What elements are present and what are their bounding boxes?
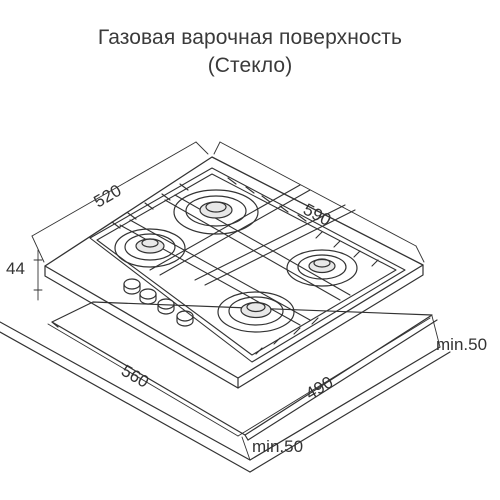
burner-front xyxy=(217,291,295,333)
dim-min-gap-front-label: min.50 xyxy=(252,437,303,456)
knob-4 xyxy=(176,310,194,327)
knob-2 xyxy=(139,288,157,305)
hob-plate xyxy=(44,156,424,389)
dim-min-gap-side-label: min.50 xyxy=(436,335,487,354)
knob-3 xyxy=(157,298,175,315)
burner-right xyxy=(286,249,358,287)
title-line-2: (Стекло) xyxy=(207,54,293,77)
dim-height-label: 44 xyxy=(6,259,25,278)
dim-cutout-width-label: 560 xyxy=(118,361,152,392)
title-line-1: Газовая варочная поверхность xyxy=(97,26,403,49)
cutout-outline xyxy=(51,301,438,441)
control-knobs xyxy=(123,278,194,327)
burner-back xyxy=(173,189,259,235)
countertop-lines xyxy=(0,321,451,473)
pan-supports xyxy=(89,167,406,363)
knob-1 xyxy=(123,278,141,295)
dim-cutout-depth-label: 490 xyxy=(302,373,336,404)
burner-left xyxy=(114,228,186,268)
dimension-lines xyxy=(31,141,441,461)
